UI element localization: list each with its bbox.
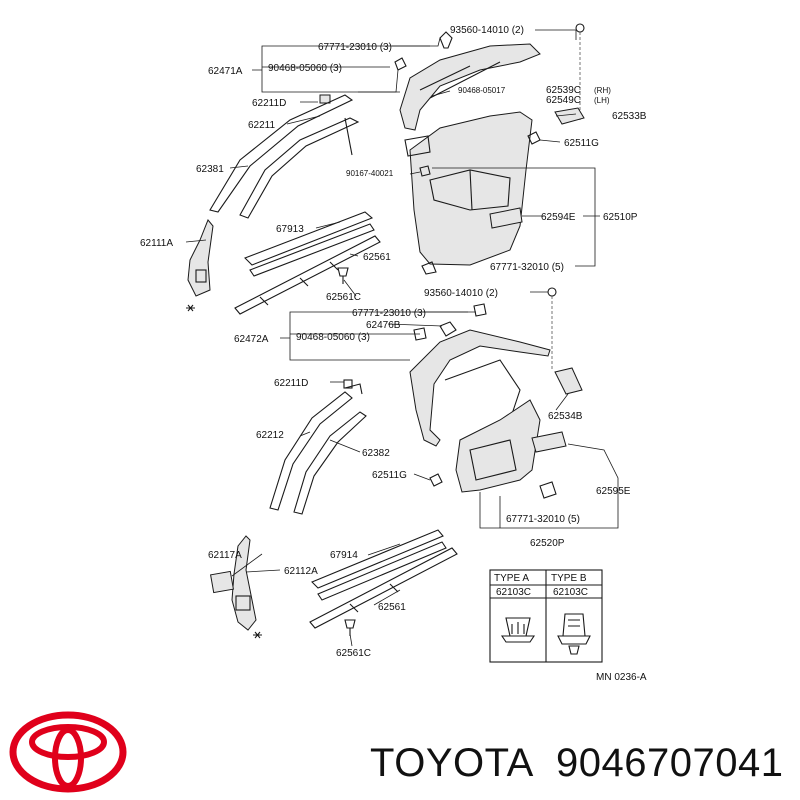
label-62561C-lower: 62561C	[336, 648, 371, 659]
label-62112A: 62112A	[284, 566, 318, 577]
type-a-clip-icon	[500, 617, 536, 643]
label-62471A: 62471A	[208, 66, 243, 77]
label-62595E: 62595E	[596, 486, 631, 497]
upper-pillar-trim	[399, 43, 541, 131]
label-90468-05060-upper: 90468-05060 (3)	[268, 63, 342, 74]
label-90468-05060-lower: 90468-05060 (3)	[296, 332, 370, 343]
weatherstrip-62212	[269, 391, 353, 511]
label-62561-lower: 62561	[378, 602, 406, 613]
label-90468-05017: 90468-05017	[458, 86, 506, 95]
label-ref-code: MN 0236-A	[596, 672, 647, 683]
label-62211D-lower: 62211D	[274, 378, 308, 389]
label-62381: 62381	[196, 164, 224, 175]
type-b-clip-icon	[557, 613, 591, 655]
scuff-plate-67913	[244, 211, 374, 266]
label-62561C-upper: 62561C	[326, 292, 361, 303]
label-type-b-part: 62103C	[553, 587, 588, 598]
label-67771-23010-lower: 67771-23010 (3)	[352, 308, 426, 319]
lower-pillar-trim-62472A	[409, 329, 551, 447]
label-62511G-lower: 62511G	[372, 470, 407, 481]
brand-name: TOYOTA	[370, 741, 534, 785]
label-67771-23010-upper: 67771-23010 (3)	[318, 42, 392, 53]
brand-part-number: 9046707041	[556, 741, 783, 785]
label-90167-40021: 90167-40021	[346, 169, 394, 178]
part-labels: 93560-14010 (2) 67771-23010 (3) 62471A 9…	[140, 25, 647, 683]
label-67913: 67913	[276, 224, 304, 235]
scuff-plate-62561	[234, 235, 381, 315]
upper-assembly	[186, 23, 600, 315]
quarter-trim-panel-62520P	[455, 399, 541, 493]
label-62211: 62211	[248, 120, 276, 131]
label-93560-14010-lower: 93560-14010 (2)	[424, 288, 498, 299]
label-67771-32010-upper: 67771-32010 (5)	[490, 262, 564, 273]
label-67914: 67914	[330, 550, 358, 561]
label-62117A: 62117A	[208, 550, 242, 561]
weatherstrip-62211	[209, 94, 354, 213]
label-type-a: TYPE A	[494, 573, 529, 584]
toyota-logo	[9, 711, 127, 793]
upper-leaders	[185, 37, 577, 297]
lower-pillar-62111A	[187, 219, 214, 297]
label-type-b: TYPE B	[551, 573, 587, 584]
label-62534B: 62534B	[548, 411, 583, 422]
label-rh: (RH)	[594, 86, 611, 95]
lower-leaders	[231, 291, 569, 647]
label-62594E: 62594E	[541, 212, 576, 223]
label-62539C: 62539C	[546, 85, 581, 96]
label-62212: 62212	[256, 430, 284, 441]
label-93560-14010-upper: 93560-14010 (2)	[450, 25, 524, 36]
lower-assembly	[210, 287, 619, 639]
label-type-a-part: 62103C	[496, 587, 531, 598]
label-62472A: 62472A	[234, 334, 269, 345]
label-62382: 62382	[362, 448, 390, 459]
label-62111A: 62111A	[140, 238, 173, 249]
label-62549C: 62549C	[546, 95, 581, 106]
label-62510P: 62510P	[603, 212, 638, 223]
scuff-plate-62561-lower	[309, 547, 458, 629]
label-62511G-upper: 62511G	[564, 138, 599, 149]
label-62520P: 62520P	[530, 538, 565, 549]
label-62533B: 62533B	[612, 111, 647, 122]
label-62211D: 62211D	[252, 98, 286, 109]
label-67771-32010-lower: 67771-32010 (5)	[506, 514, 580, 525]
scuff-plate-67914	[311, 529, 444, 589]
label-62561-upper: 62561	[363, 252, 391, 263]
label-62476B: 62476B	[366, 320, 401, 331]
label-lh: (LH)	[594, 96, 610, 105]
clip-type-table	[489, 569, 603, 663]
